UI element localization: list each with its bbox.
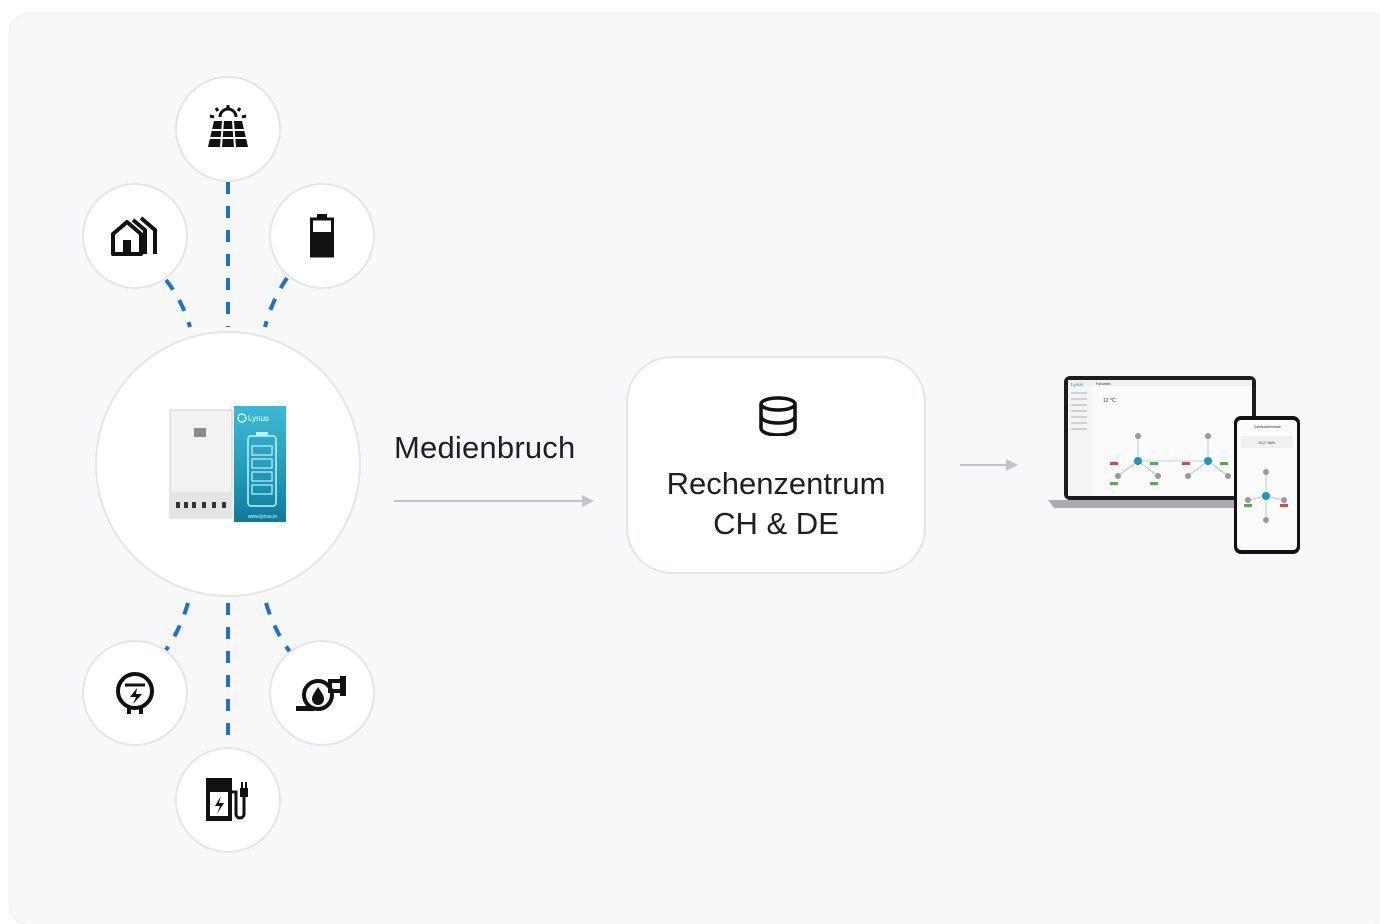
meter-node bbox=[82, 640, 188, 746]
ev-charger-icon bbox=[206, 778, 248, 821]
battery-node bbox=[269, 183, 375, 289]
connector-heatpump bbox=[264, 602, 292, 654]
datacenter-title: Rechenzentrum bbox=[666, 466, 886, 501]
solar-panel-icon bbox=[208, 105, 248, 148]
app-temp-text: 12 °C bbox=[1103, 398, 1116, 404]
arrow-output-head bbox=[1006, 459, 1018, 471]
phone-title-text: Gebäudezentrale bbox=[1254, 425, 1281, 429]
solar-node bbox=[175, 76, 281, 182]
heat-pump-node bbox=[269, 640, 375, 746]
heat-pump-icon bbox=[296, 676, 346, 711]
connector-meter bbox=[164, 602, 190, 652]
hub-brand-text: Lynus bbox=[248, 414, 269, 423]
inverter-and-battery-image: Lynus www.lynus.io bbox=[169, 406, 286, 522]
connector-battery bbox=[263, 276, 289, 328]
building-node bbox=[82, 183, 188, 289]
database-icon bbox=[759, 396, 797, 436]
app-title-text: Favoriten bbox=[1096, 382, 1111, 386]
connector-building bbox=[164, 278, 192, 328]
meter-icon bbox=[116, 672, 154, 714]
hub-node: Lynus www.lynus.io bbox=[95, 331, 361, 597]
laptop-and-phone-dashboard-image: Lynus Favoriten 12 °C Gebäudezentrale 19… bbox=[1048, 376, 1300, 554]
hub-footer-text: www.lynus.io bbox=[248, 514, 277, 520]
app-brand-text: Lynus bbox=[1071, 382, 1084, 387]
medienbruch-label: Medienbruch bbox=[394, 430, 576, 465]
building-icon bbox=[111, 216, 157, 256]
datacenter-location: CH & DE bbox=[713, 506, 839, 541]
battery-icon bbox=[310, 214, 334, 258]
arrow-medienbruch-head bbox=[582, 495, 594, 507]
phone-value-text: 19,27 kWh bbox=[1258, 441, 1275, 445]
ev-charger-node bbox=[175, 747, 281, 853]
datacenter-box: Rechenzentrum CH & DE bbox=[626, 356, 926, 574]
